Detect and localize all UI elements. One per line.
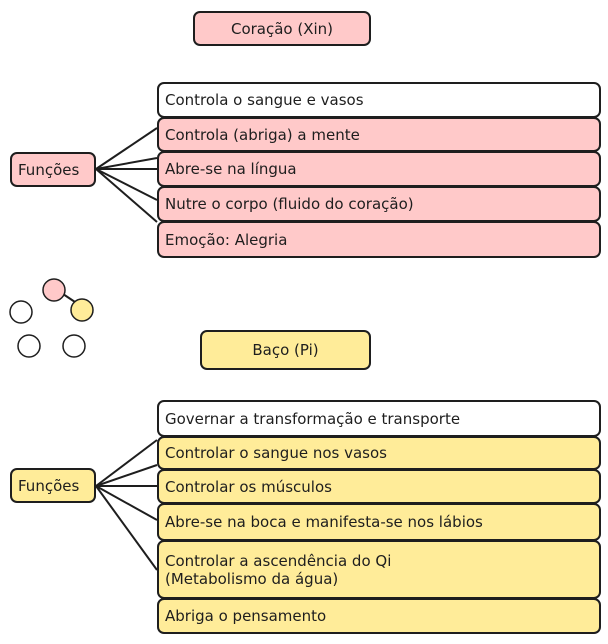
connector [95, 485, 158, 571]
spleen-title: Baço (Pi) [200, 330, 371, 370]
connector [95, 439, 158, 487]
spleen-item: Abre-se na boca e manifesta-se nos lábio… [157, 503, 601, 541]
white-element-circle [17, 334, 41, 358]
heart-title: Coração (Xin) [193, 11, 371, 46]
spleen-item: Governar a transformação e transporte [157, 400, 601, 437]
white-element-circle [62, 334, 86, 358]
heart-item: Controla (abriga) a mente [157, 117, 601, 152]
heart-item: Controla o sangue e vasos [157, 82, 601, 118]
connector [95, 485, 158, 521]
connector [95, 127, 158, 170]
heart-item: Emoção: Alegria [157, 221, 601, 258]
spleen-item: Controlar a ascendência do Qi (Metabolis… [157, 540, 601, 599]
heart-functions-node: Funções [10, 152, 96, 187]
spleen-item: Abriga o pensamento [157, 598, 601, 634]
white-element-circle [9, 300, 33, 324]
spleen-item: Controlar o sangue nos vasos [157, 436, 601, 470]
heart-item: Abre-se na língua [157, 151, 601, 187]
pink-element-circle [42, 278, 66, 302]
connector [95, 157, 158, 170]
spleen-functions-node: Funções [10, 468, 96, 503]
yellow-element-circle [70, 298, 94, 322]
connector [95, 464, 158, 487]
connector [95, 168, 158, 223]
connector [95, 168, 158, 201]
spleen-item: Controlar os músculos [157, 469, 601, 504]
heart-item: Nutre o corpo (fluido do coração) [157, 186, 601, 222]
